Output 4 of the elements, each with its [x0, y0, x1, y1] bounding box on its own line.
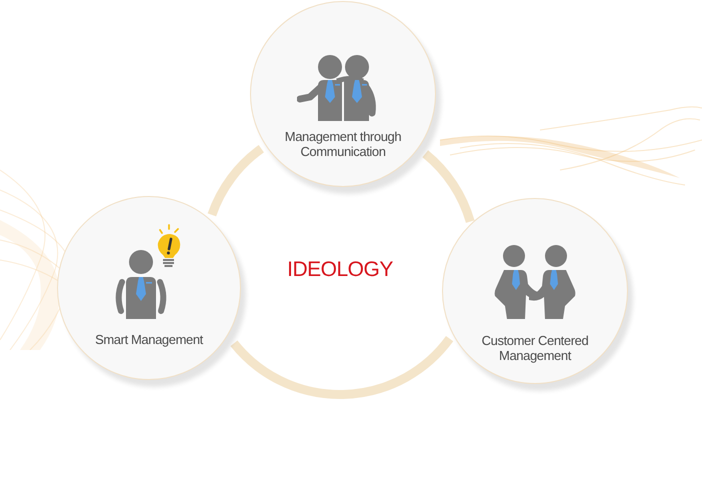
center-title: IDEOLOGY [287, 258, 393, 282]
circle-label: Smart Management [94, 332, 204, 347]
circle-label: Management through Communication [284, 129, 402, 159]
circle-label: Customer Centered Management [480, 333, 590, 363]
